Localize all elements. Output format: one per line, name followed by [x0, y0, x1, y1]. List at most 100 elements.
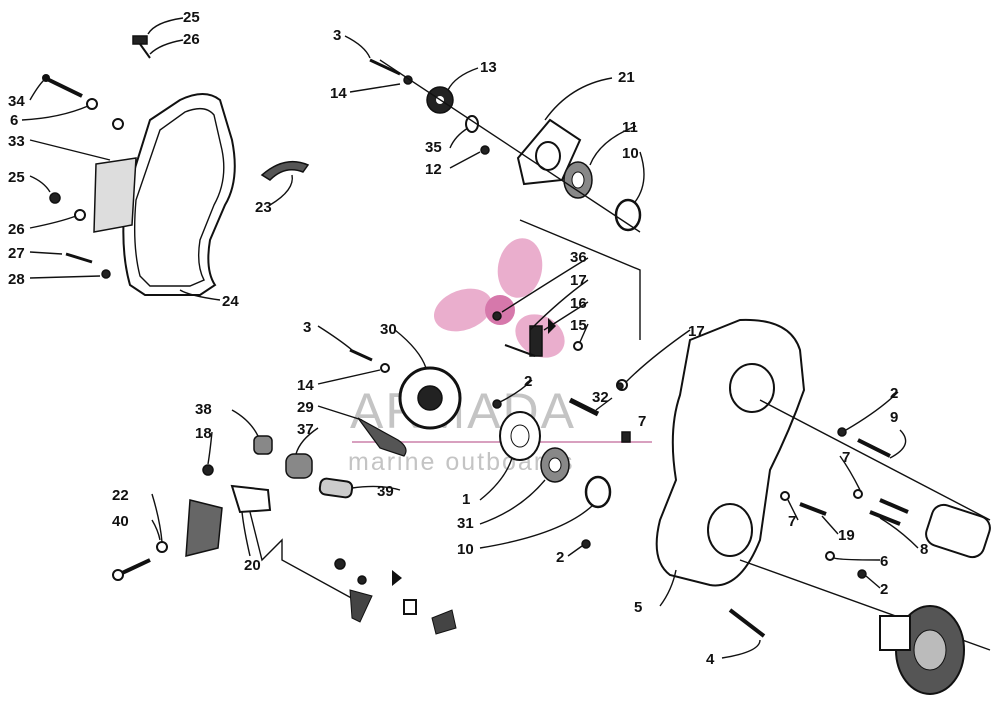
nut-2-right-top [837, 427, 847, 437]
callout-25-top: 25 [183, 9, 200, 26]
callout-17-right: 17 [688, 323, 705, 340]
washer-6b [112, 118, 124, 130]
nut-12 [480, 145, 490, 155]
callout-7-mid: 7 [638, 413, 646, 430]
armada-logo [433, 238, 565, 358]
callout-16: 16 [570, 295, 587, 312]
washer-14-mid [380, 363, 390, 373]
bearing-flange-21 [516, 118, 582, 186]
callout-7-right: 7 [842, 449, 850, 466]
leader-lines [21, 17, 919, 659]
callout-38: 38 [195, 401, 212, 418]
callout-5: 5 [634, 599, 642, 616]
washer-40 [156, 541, 168, 553]
callout-12: 12 [425, 161, 442, 178]
chain-29 [357, 417, 407, 457]
bearing-31 [540, 447, 570, 483]
callout-10-mid: 10 [457, 541, 474, 558]
nut-2-lower [581, 539, 591, 549]
nut-18 [202, 464, 214, 476]
callout-30: 30 [380, 321, 397, 338]
nut-2-right-low [857, 569, 867, 579]
callout-4: 4 [706, 651, 715, 668]
bolt-34 [42, 74, 83, 98]
arrow-marker-left [392, 570, 402, 586]
callout-27: 27 [8, 245, 25, 262]
callout-7-lower: 7 [788, 513, 796, 530]
watermark-brand: ARMADA [350, 383, 576, 439]
clip-25-26 [132, 35, 151, 59]
callout-8: 8 [920, 541, 928, 558]
chain-tensioner-shoe [260, 160, 310, 181]
sprocket-30 [398, 366, 462, 430]
bolt-3-top [369, 58, 401, 76]
callout-13: 13 [480, 59, 497, 76]
callout-24: 24 [222, 293, 239, 310]
nut-15 [573, 341, 583, 351]
callout-3-mid: 3 [303, 319, 311, 336]
chaincase-gasket [93, 157, 137, 233]
chaincase-housing [655, 318, 806, 587]
bolt-19 [799, 502, 827, 516]
callout-11: 11 [622, 119, 638, 136]
chaincase-cover [122, 93, 236, 296]
arrow-marker-mid [548, 318, 556, 334]
callout-32: 32 [592, 389, 609, 406]
bolt-9 [857, 438, 891, 458]
tensioner-arm-20 [230, 484, 356, 601]
callout-36: 36 [570, 249, 587, 266]
screw-27 [65, 252, 93, 264]
tension-bracket [334, 558, 457, 635]
bracket-16 [504, 325, 543, 357]
callout-29: 29 [297, 399, 314, 416]
shaft-32 [568, 397, 600, 417]
callout-18: 18 [195, 425, 212, 442]
bracket-plate [185, 499, 223, 557]
sleeve-39 [318, 477, 354, 499]
callout-17-mid: 17 [570, 272, 587, 289]
callout-2-mid: 2 [524, 373, 532, 390]
callout-39: 39 [377, 483, 394, 500]
callout-labels: 25 26 34 6 33 25 26 27 28 24 23 3 14 13 … [8, 9, 928, 668]
washer-7-right [853, 489, 863, 499]
callout-22: 22 [112, 487, 129, 504]
callout-10-top: 10 [622, 145, 639, 162]
callout-9: 9 [890, 409, 898, 426]
callout-31: 31 [457, 515, 474, 532]
bolt-22 [112, 558, 151, 581]
callout-3-top: 3 [333, 27, 341, 44]
callout-37: 37 [297, 421, 314, 438]
nut-2-mid [492, 399, 502, 409]
callout-25-left: 25 [8, 169, 25, 186]
upper-shaft-axis [379, 59, 641, 340]
callout-14-mid: 14 [297, 377, 314, 394]
nut-25 [49, 192, 61, 204]
bolts-8 [869, 498, 909, 526]
washer-6 [86, 98, 98, 110]
callout-6-left: 6 [10, 112, 18, 129]
roller-38 [253, 435, 273, 455]
washer-26 [74, 209, 86, 221]
callout-20: 20 [244, 557, 261, 574]
bolt-3-mid [349, 348, 373, 362]
callout-2-right-low: 2 [880, 581, 888, 598]
nut-36 [492, 311, 502, 321]
drive-shaft-right [759, 399, 991, 559]
washer-7-lower [780, 491, 790, 501]
callout-14-top: 14 [330, 85, 347, 102]
nut-17-upper [616, 382, 624, 390]
bolt-4 [728, 608, 766, 638]
bearing-plate-1 [499, 411, 541, 461]
callout-28: 28 [8, 271, 25, 288]
seal-10-mid [584, 475, 612, 509]
output-hub [739, 559, 991, 695]
bearing-11 [563, 161, 593, 199]
callout-19: 19 [838, 527, 855, 544]
callout-2-lower: 2 [556, 549, 564, 566]
callout-6-right: 6 [880, 553, 888, 570]
callout-33: 33 [8, 133, 25, 150]
callout-15: 15 [570, 317, 587, 334]
callout-2-right-top: 2 [890, 385, 898, 402]
callout-26-left: 26 [8, 221, 25, 238]
